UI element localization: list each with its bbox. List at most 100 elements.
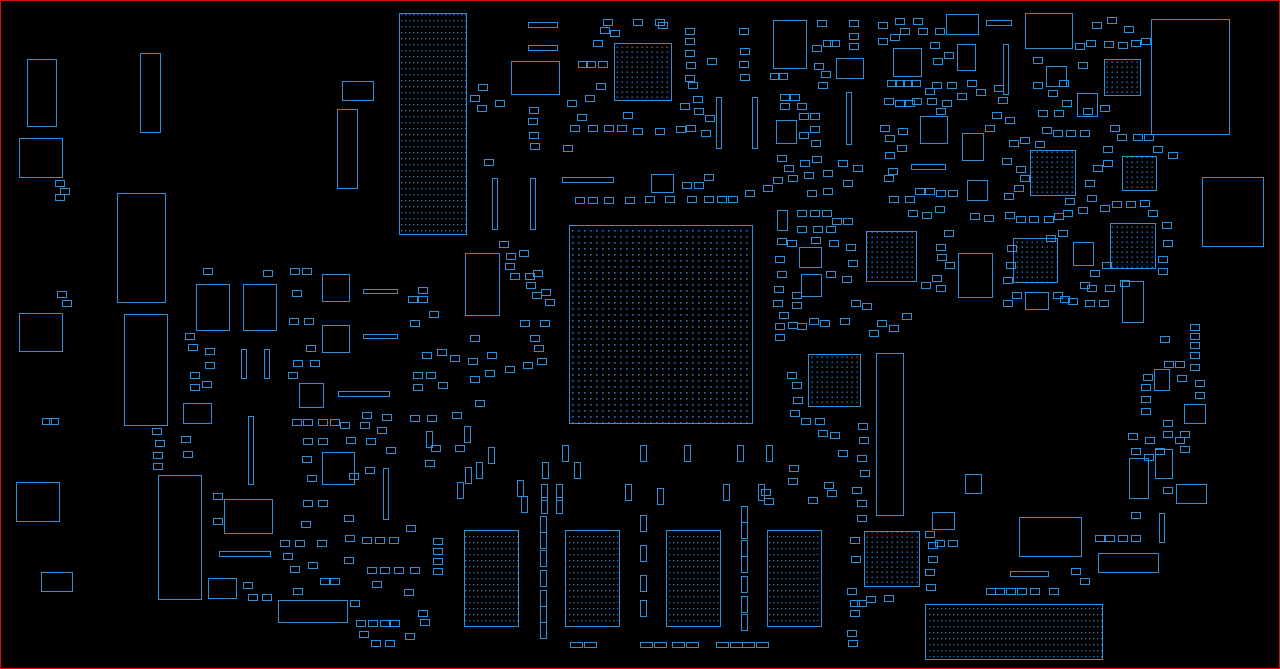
component-bottom-right-b[interactable] [1098,553,1159,573]
cap-27[interactable] [540,570,547,587]
passive-102[interactable] [470,376,480,383]
passive-146[interactable] [577,114,587,121]
passive-268[interactable] [764,498,774,505]
passive-120[interactable] [495,100,505,107]
passive-38[interactable] [318,419,328,426]
passive-76[interactable] [390,620,400,627]
trace-o[interactable] [248,416,254,485]
passive-145[interactable] [567,100,577,107]
passive-230[interactable] [820,320,830,327]
passive-34[interactable] [310,360,320,367]
passive-280[interactable] [928,542,938,549]
passive-437[interactable] [935,206,945,213]
passive-239[interactable] [842,276,852,283]
passive-22[interactable] [213,493,223,500]
cap-0[interactable] [542,462,549,479]
passive-202[interactable] [800,160,810,167]
passive-459[interactable] [944,52,954,59]
passive-294[interactable] [1095,535,1105,542]
passive-138[interactable] [534,345,544,352]
passive-374[interactable] [1053,292,1063,299]
cap-35[interactable] [457,482,464,499]
passive-59[interactable] [362,537,372,544]
trace-k[interactable] [752,97,758,149]
passive-220[interactable] [774,286,784,293]
passive-28[interactable] [302,268,312,275]
passive-456[interactable] [935,28,945,35]
passive-386[interactable] [1092,22,1102,29]
passive-308[interactable] [1190,352,1200,359]
chip-small-s[interactable] [183,403,212,424]
passive-42[interactable] [302,456,312,463]
passive-398[interactable] [1118,42,1128,49]
passive-320[interactable] [1144,454,1154,461]
cap-26[interactable] [540,550,547,567]
passive-473[interactable] [797,103,807,110]
passive-13[interactable] [190,372,200,379]
trace-p[interactable] [383,468,389,520]
chip-small-d[interactable] [299,383,324,408]
passive-20[interactable] [181,436,191,443]
passive-438[interactable] [922,212,932,219]
passive-151[interactable] [604,125,614,132]
passive-126[interactable] [519,250,529,257]
passive-185[interactable] [575,197,585,204]
passive-267[interactable] [761,489,771,496]
passive-394[interactable] [1062,100,1072,107]
passive-150[interactable] [588,125,598,132]
passive-207[interactable] [853,165,863,172]
chip-small-k[interactable] [967,180,988,201]
passive-243[interactable] [826,226,836,233]
passive-460[interactable] [849,20,859,27]
passive-195[interactable] [704,196,714,203]
passive-445[interactable] [936,285,946,292]
trace-b[interactable] [363,334,398,339]
cap-3[interactable] [517,480,524,497]
passive-7[interactable] [152,428,162,435]
component-bottom-right-a[interactable] [1019,517,1082,557]
passive-83[interactable] [433,568,443,575]
passive-224[interactable] [775,334,785,341]
passive-189[interactable] [645,196,655,203]
passive-450[interactable] [895,18,905,25]
passive-361[interactable] [1029,216,1039,223]
passive-431[interactable] [889,196,899,203]
passive-440[interactable] [944,230,954,237]
trace-j[interactable] [716,97,722,149]
passive-245[interactable] [797,226,807,233]
passive-270[interactable] [851,556,861,563]
passive-196[interactable] [717,196,727,203]
component-outlines[interactable] [16,13,1264,660]
passive-434[interactable] [925,188,935,195]
passive-19[interactable] [202,381,212,388]
passive-36[interactable] [292,419,302,426]
component-top-right-b[interactable] [1025,13,1073,49]
cap-11[interactable] [640,445,647,462]
cap-38[interactable] [464,426,471,443]
passive-472[interactable] [780,103,790,110]
passive-229[interactable] [809,318,819,325]
passive-301[interactable] [1141,384,1151,391]
passive-360[interactable] [1016,216,1026,223]
passive-302[interactable] [1141,396,1151,403]
passive-71[interactable] [405,633,415,640]
passive-387[interactable] [1086,40,1096,47]
passive-10[interactable] [153,463,163,470]
passive-123[interactable] [484,159,494,166]
passive-409[interactable] [947,82,957,89]
passive-455[interactable] [918,28,928,35]
passive-307[interactable] [1190,342,1200,349]
passive-215[interactable] [843,218,853,225]
passive-190[interactable] [665,196,675,203]
passive-156[interactable] [676,126,686,133]
component-far-left-e[interactable] [16,482,60,522]
passive-357[interactable] [1014,185,1024,192]
passive-206[interactable] [838,160,848,167]
passive-134[interactable] [545,299,555,306]
passive-466[interactable] [812,45,822,52]
passive-106[interactable] [418,296,428,303]
passive-236[interactable] [889,325,899,332]
passive-430[interactable] [884,175,894,182]
passive-50[interactable] [283,553,293,560]
passive-346[interactable] [1083,108,1093,115]
